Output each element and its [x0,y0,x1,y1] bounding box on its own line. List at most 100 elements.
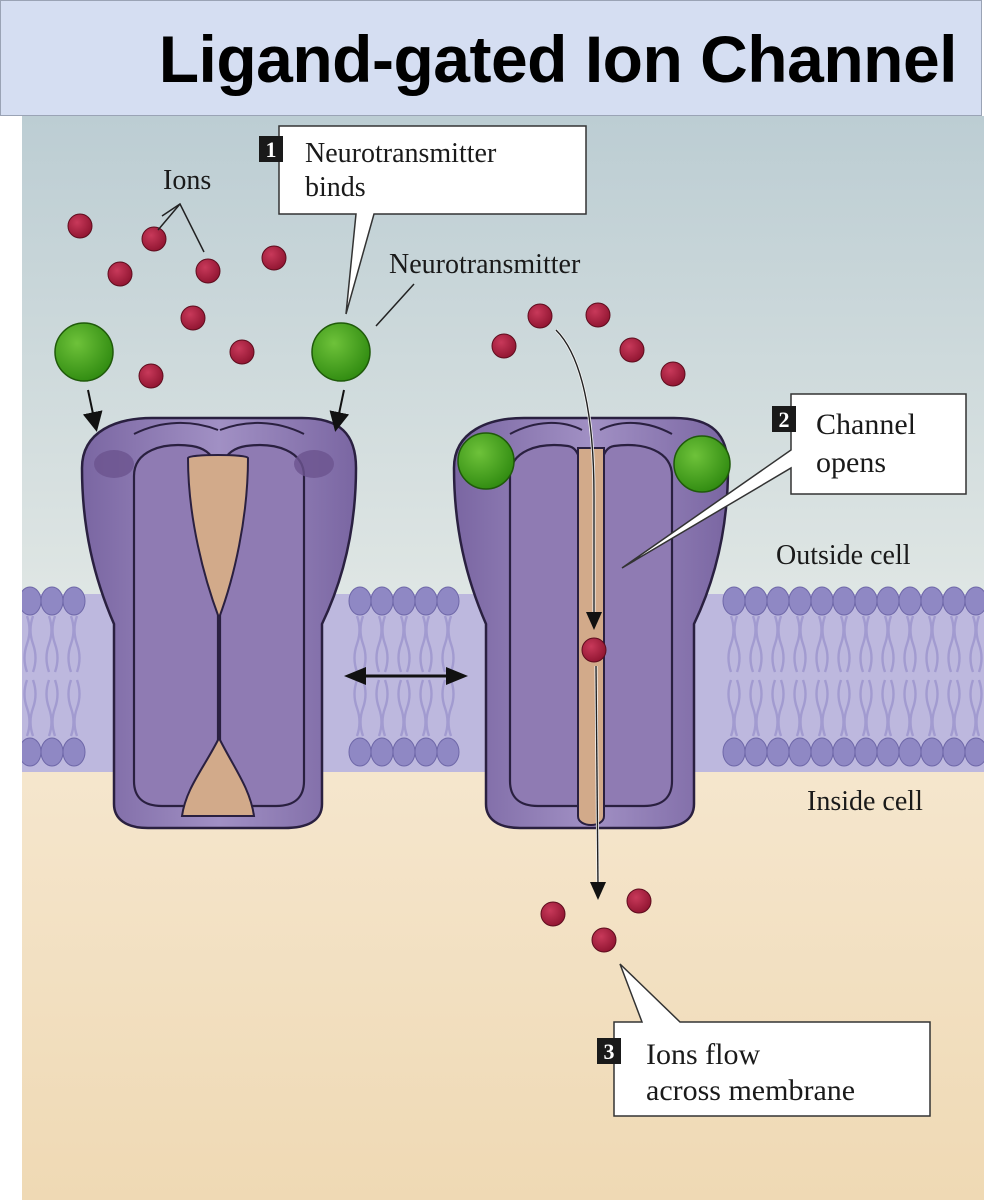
lipid-tail [23,679,31,737]
lipid-tail [887,615,895,673]
lipid-tail [749,679,757,737]
step-2-line-2: opens [816,446,886,479]
lipid-head [62,586,86,616]
lipid-tail [29,679,37,737]
lipid-tail [925,615,933,673]
step-3-callout: 3 Ions flow across membrane [597,963,931,1117]
lipid-tail [447,679,455,737]
lipid-tail [733,615,741,673]
lipid-tail [51,615,59,673]
lipid-tail [903,615,911,673]
lipid-head [370,586,394,616]
lipid-head [766,737,790,767]
lipid-head [392,737,416,767]
lipid-tail [29,615,37,673]
lipid-tail [799,615,807,673]
ion [195,258,221,284]
lipid-head [722,586,746,616]
lipid-tail [359,679,367,737]
lipid-tail [793,615,801,673]
step-3-line-1: Ions flow [646,1038,760,1071]
lipid-tail [45,679,53,737]
ion [626,888,652,914]
lipid-head [436,586,460,616]
lipid-tail [381,679,389,737]
lipid-head [942,737,966,767]
lipid-tail [903,679,911,737]
lipid-head [22,737,42,767]
lipid-tail [419,679,427,737]
lipid-head [920,586,944,616]
title-bar: Ligand-gated Ion Channel [0,0,982,116]
lipid-tail [843,679,851,737]
lipid-tail [975,615,983,673]
lipid-head [832,737,856,767]
lipid-tail [441,679,449,737]
lipid-tail [815,615,823,673]
lipid-head [898,586,922,616]
ion-in-pore [581,637,607,663]
ion [619,337,645,363]
ion [107,261,133,287]
lipid-head [766,586,790,616]
step-2-line-1: Channel [816,408,916,441]
lipid-tail [73,615,81,673]
lipid-head [22,586,42,616]
lipid-tail [969,679,977,737]
bound-neurotransmitter [457,432,515,490]
lipid-tail [947,679,955,737]
lipid-tail [425,679,433,737]
lipid-tail [953,679,961,737]
lipid-head [744,586,768,616]
lipid-head [414,586,438,616]
lipid-head [876,737,900,767]
ion [591,927,617,953]
lipid-head [810,586,834,616]
lipid-tail [403,679,411,737]
lipid-head [876,586,900,616]
lipid-head [392,586,416,616]
page-title: Ligand-gated Ion Channel [158,22,958,96]
lipid-head [832,586,856,616]
free-neurotransmitter [54,322,114,382]
lipid-tail [419,615,427,673]
lipid-tail [381,615,389,673]
lipid-tail [821,615,829,673]
lipid-head [964,586,984,616]
ions [67,213,686,953]
lipid-tail [375,615,383,673]
lipid-tail [353,679,361,737]
lipid-tail [837,615,845,673]
lipid-tail [733,679,741,737]
ion [540,901,566,927]
step-3-badge [597,1038,621,1064]
lipid-tail [859,679,867,737]
step-1-callout: 1 Neurotransmitter binds [259,125,587,315]
ion [141,226,167,252]
lipid-head [40,737,64,767]
lipid-head [898,737,922,767]
lipid-head [348,737,372,767]
ion [261,245,287,271]
lipid-tail [397,679,405,737]
lipid-tail [887,679,895,737]
lipid-tail [727,679,735,737]
lipid-head [370,737,394,767]
lipid-tail [969,615,977,673]
lipid-head [436,737,460,767]
lipid-tail [45,615,53,673]
lipid-tail [931,679,939,737]
ion [180,305,206,331]
ion [660,361,686,387]
lipid-tail [909,615,917,673]
label-neurotransmitter: Neurotransmitter [389,249,581,280]
label-ions: Ions [163,165,211,196]
step-1-badge [259,136,283,162]
lipid-head [854,737,878,767]
step-3-number: 3 [604,1039,615,1064]
lipid-tail [397,615,405,673]
lipid-tail [931,615,939,673]
step-1-line-1: Neurotransmitter [305,138,497,169]
lipid-tail [727,615,735,673]
lipid-tail [771,679,779,737]
